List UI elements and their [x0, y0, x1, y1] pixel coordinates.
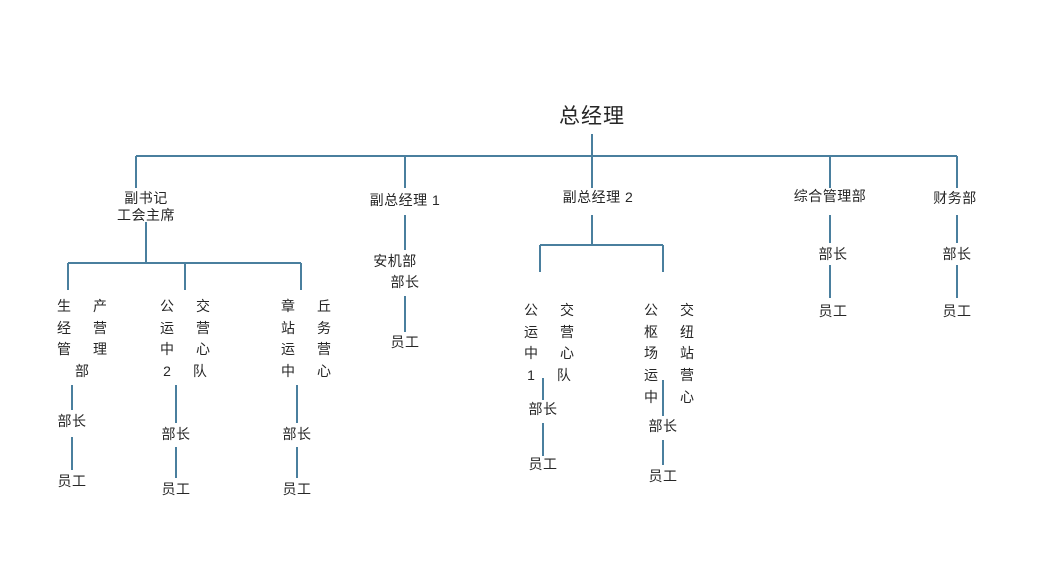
- role-label: 员工: [282, 481, 312, 497]
- unit-label-row: 公 交: [160, 298, 219, 314]
- unit-label-row: 运 营: [644, 367, 703, 384]
- role-label: 员工: [57, 473, 87, 489]
- node-label: 副总经理 1: [369, 192, 441, 208]
- role-label: 员工: [390, 334, 420, 350]
- node-director[interactable]: 部长: [58, 413, 87, 430]
- node-staff[interactable]: 员工: [283, 481, 312, 498]
- node-director[interactable]: 部长: [162, 426, 191, 443]
- node-director[interactable]: 部长: [391, 274, 420, 291]
- unit-label: 安机部: [373, 253, 417, 269]
- node-label: 副总经理 2: [562, 189, 634, 205]
- node-staff[interactable]: 员工: [162, 481, 191, 498]
- unit-label-row: 经 营: [57, 319, 116, 336]
- unit-label-row: 枢 纽: [644, 323, 703, 340]
- node-director[interactable]: 部长: [649, 418, 678, 435]
- unit-label-row: 中 心: [160, 341, 219, 358]
- node-general-manager[interactable]: 总经理: [559, 104, 625, 130]
- unit-label-row: 2 队: [163, 363, 216, 380]
- node-staff[interactable]: 员工: [529, 456, 558, 473]
- unit-label-row: 1 队: [527, 367, 580, 384]
- unit-label-row: 公 交: [524, 302, 583, 318]
- role-label: 员工: [818, 303, 848, 319]
- unit-label-row: 公 交: [644, 302, 703, 318]
- node-label-line-1: 副书记: [124, 190, 168, 206]
- node-director[interactable]: 部长: [943, 246, 972, 263]
- role-label: 部长: [282, 426, 312, 442]
- node-staff[interactable]: 员工: [649, 468, 678, 485]
- node-director[interactable]: 部长: [283, 426, 312, 443]
- unit-label-row: 章 丘: [281, 298, 340, 314]
- node-production-ops-mgmt-dept[interactable]: 生 产 经 营 管 理 部: [48, 296, 116, 383]
- role-label: 部长: [390, 274, 420, 290]
- node-staff[interactable]: 员工: [58, 473, 87, 490]
- node-safety-machinery-dept[interactable]: 安机部: [373, 253, 417, 270]
- unit-label-row: 中 心: [281, 363, 340, 380]
- node-director[interactable]: 部长: [529, 401, 558, 418]
- unit-label-row: 中 心: [524, 345, 583, 362]
- node-label-line-2: 工会主席: [117, 207, 175, 224]
- unit-label-row: 管 理: [57, 341, 116, 358]
- role-label: 部长: [942, 246, 972, 262]
- node-general-admin-dept[interactable]: 综合管理部: [794, 188, 867, 205]
- role-label: 员工: [942, 303, 972, 319]
- unit-label-row: 中 心: [644, 388, 703, 405]
- node-deputy-gm-2[interactable]: 副总经理 2: [563, 189, 634, 206]
- node-label: 总经理: [559, 105, 625, 128]
- role-label: 员工: [528, 456, 558, 472]
- node-bus-operation-center-team2[interactable]: 公 交 运 营 中 心 2 队: [151, 296, 219, 383]
- node-deputy-secretary[interactable]: 副书记 工会主席: [117, 190, 175, 224]
- role-label: 员工: [648, 468, 678, 484]
- role-label: 部长: [818, 246, 848, 262]
- role-label: 部长: [648, 418, 678, 434]
- unit-label-row: 场 站: [644, 345, 703, 362]
- unit-label-row: 部: [74, 363, 98, 380]
- unit-label-row: 运 营: [281, 341, 340, 358]
- role-label: 部长: [528, 401, 558, 417]
- unit-label-row: 运 营: [160, 319, 219, 336]
- node-label: 财务部: [933, 190, 977, 206]
- node-staff[interactable]: 员工: [943, 303, 972, 320]
- role-label: 部长: [161, 426, 191, 442]
- node-director[interactable]: 部长: [819, 246, 848, 263]
- node-bus-hub-station-ops-center[interactable]: 公 交 枢 纽 场 站 运 营 中 心: [635, 300, 703, 408]
- node-finance-dept[interactable]: 财务部: [933, 190, 977, 207]
- role-label: 员工: [161, 481, 191, 497]
- unit-label-row: 生 产: [57, 298, 116, 314]
- node-staff[interactable]: 员工: [391, 334, 420, 351]
- node-label: 综合管理部: [793, 188, 867, 204]
- unit-label-row: 站 务: [281, 319, 340, 336]
- node-zhangqiu-station-ops-center[interactable]: 章 丘 站 务 运 营 中 心: [272, 296, 340, 383]
- node-deputy-gm-1[interactable]: 副总经理 1: [370, 192, 441, 209]
- unit-label-row: 运 营: [524, 323, 583, 340]
- node-bus-operation-center-team1[interactable]: 公 交 运 营 中 心 1 队: [515, 300, 583, 387]
- role-label: 部长: [57, 413, 87, 429]
- node-staff[interactable]: 员工: [819, 303, 848, 320]
